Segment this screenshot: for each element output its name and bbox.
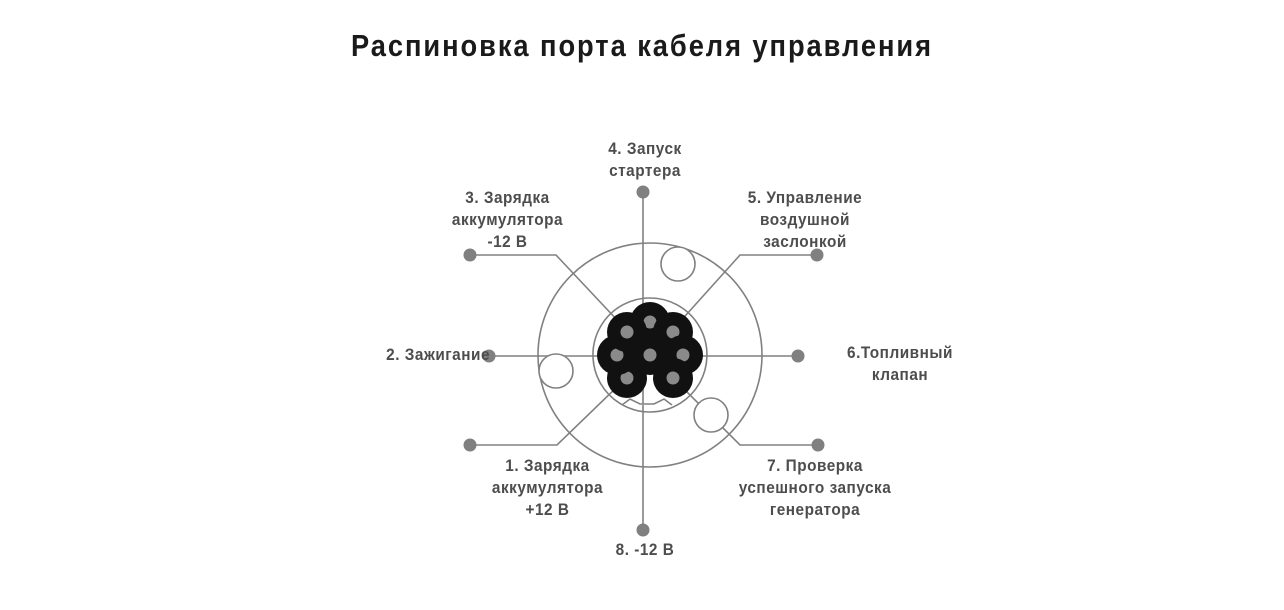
page-title: Распиновка порта кабеля управления	[350, 28, 934, 63]
leader-dot-pin-6[interactable]	[791, 349, 805, 363]
pin-label-1: 1. Зарядка аккумулятора +12 В	[491, 457, 604, 519]
connector-inner-body	[592, 297, 708, 413]
connector-pins	[597, 302, 703, 398]
connector-keyway-notch	[621, 398, 673, 406]
screw-hole-top-right	[660, 246, 696, 282]
pin-label-8: 8. -12 В	[615, 541, 675, 559]
pin-label-2: 2. Зажигание	[386, 346, 490, 364]
connector-outer-ring	[537, 242, 763, 468]
pin-label-3: 3. Зарядка аккумулятора -12 В	[451, 189, 564, 251]
screw-hole-left	[538, 353, 574, 389]
leader-dot-pin-3[interactable]	[463, 248, 477, 262]
pin-label-7: 7. Проверка успешного запуска генератора	[738, 457, 892, 519]
leader-dot-pin-8[interactable]	[636, 523, 650, 537]
screw-hole-bottom-right	[693, 397, 729, 433]
pin-label-4: 4. Запуск стартера	[608, 140, 682, 180]
connector-body	[537, 242, 763, 468]
leader-end-dots	[463, 185, 825, 537]
pin-label-5: 5. Управление воздушной заслонкой	[747, 189, 863, 251]
leader-dot-pin-5[interactable]	[810, 248, 824, 262]
connector-screw-holes	[538, 246, 729, 433]
leader-dot-pin-2[interactable]	[482, 349, 496, 363]
leader-dot-pin-1[interactable]	[463, 438, 477, 452]
leader-dot-pin-4[interactable]	[636, 185, 650, 199]
pin-label-6: 6.Топливный клапан	[847, 344, 953, 384]
pin-socket-center	[630, 335, 670, 375]
leader-dot-pin-7[interactable]	[811, 438, 825, 452]
